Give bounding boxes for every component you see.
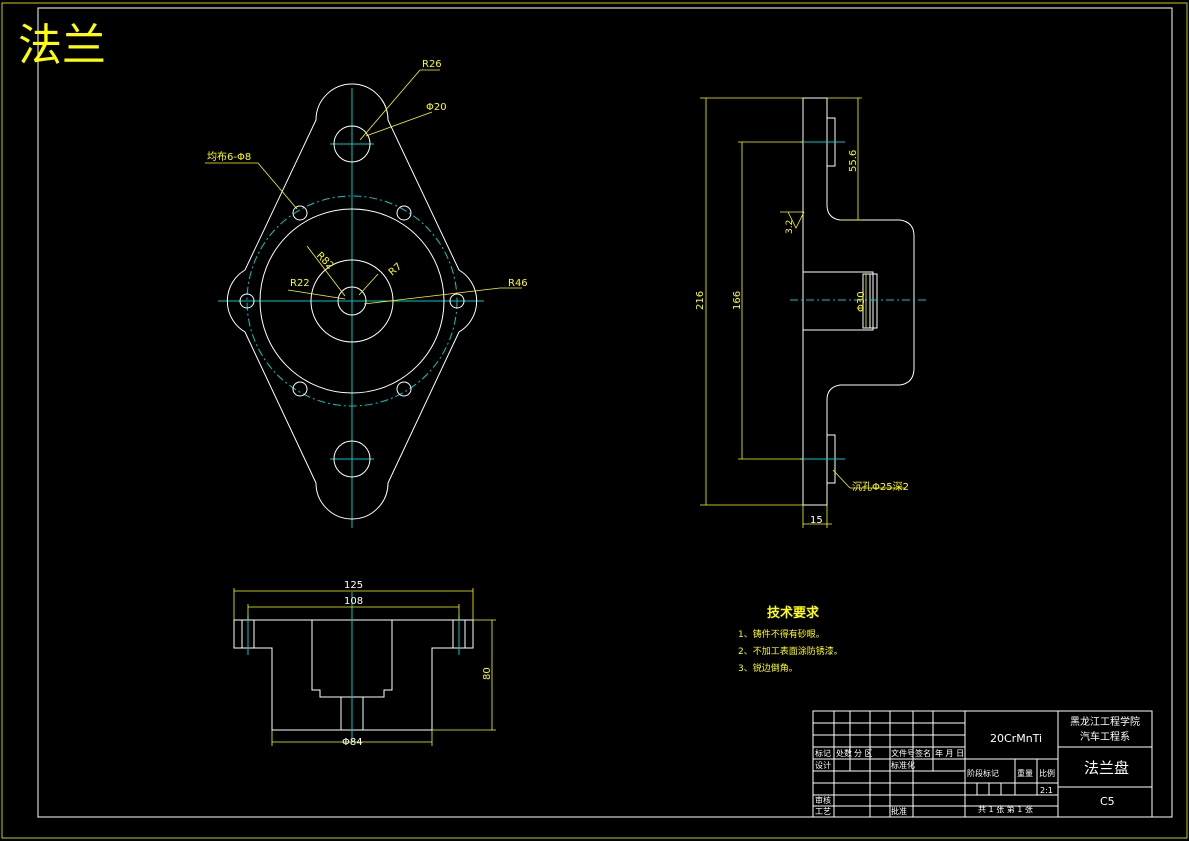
bolt-hole bbox=[292, 205, 308, 221]
dim-r22: R22 bbox=[290, 278, 310, 289]
tb-department: 汽车工程系 bbox=[1080, 730, 1130, 743]
mount-hole-bottom bbox=[333, 440, 371, 478]
tb-part-name: 法兰盘 bbox=[1084, 759, 1129, 777]
tb-h-docno: 文件号 bbox=[891, 748, 915, 758]
dim-r26: R26 bbox=[422, 59, 442, 70]
bolt-circle bbox=[246, 195, 458, 407]
bottom-view: 125 108 80 Φ84 bbox=[233, 580, 496, 748]
inner-hub-circle bbox=[310, 259, 394, 343]
dim-r46: R46 bbox=[508, 278, 528, 289]
dim-216: 216 bbox=[695, 291, 706, 310]
dim-r7: R7 bbox=[387, 261, 404, 278]
tb-school: 黑龙江工程学院 bbox=[1070, 715, 1140, 728]
mount-hole-top bbox=[333, 125, 371, 163]
center-bore bbox=[337, 286, 367, 316]
roughness-3-2: 3.2 bbox=[785, 220, 795, 234]
title-block: 标记 处数 分 区 文件号 签名 年 月 日 设计 标准化 阶段标记 重量 比例… bbox=[812, 710, 1153, 818]
tb-h-approve: 批准 bbox=[891, 806, 907, 816]
bottom-section-profile bbox=[233, 619, 474, 731]
tech-req-item: 3、锐边倒角。 bbox=[738, 662, 798, 674]
dim-125: 125 bbox=[344, 580, 363, 591]
inner-frame bbox=[37, 7, 1173, 818]
dim-108: 108 bbox=[344, 596, 363, 607]
tb-h-zone: 分 区 bbox=[854, 749, 873, 758]
section-profile bbox=[802, 97, 915, 506]
dim-counterbore: 沉孔Φ25深2 bbox=[852, 480, 909, 493]
flange-outline bbox=[226, 83, 478, 520]
dim-phi20: Φ20 bbox=[426, 102, 447, 113]
top-view: R26 Φ20 均布6-Φ8 R82 R22 R7 R46 bbox=[205, 59, 528, 528]
tb-h-process: 工艺 bbox=[815, 807, 831, 816]
dim-166: 166 bbox=[732, 291, 743, 310]
drawing-title: 法兰 bbox=[18, 20, 106, 71]
bolt-hole bbox=[292, 381, 308, 397]
tb-h-scale: 比例 bbox=[1039, 768, 1055, 778]
bolt-hole bbox=[396, 205, 412, 221]
dim-80: 80 bbox=[482, 667, 493, 680]
dim-phi30: Φ30 bbox=[856, 291, 867, 312]
tb-h-mark: 标记 bbox=[815, 748, 831, 758]
bottom-bore bbox=[311, 619, 393, 698]
outer-hub-circle bbox=[259, 208, 445, 394]
tb-h-count: 处数 bbox=[836, 748, 852, 758]
section-view: 216 166 55.6 3.2 Φ30 沉孔Φ25深2 15 bbox=[695, 97, 928, 528]
tb-h-stage: 阶段标记 bbox=[967, 768, 999, 778]
tech-requirements: 技术要求 1、铸件不得有砂眼。 2、不加工表面涂防锈漆。 3、锐边倒角。 bbox=[738, 605, 843, 674]
tb-h-design: 设计 bbox=[815, 760, 831, 770]
dim-55-6: 55.6 bbox=[848, 150, 859, 172]
tech-req-item: 2、不加工表面涂防锈漆。 bbox=[738, 645, 843, 657]
section-bore bbox=[802, 271, 874, 331]
tb-scale: 2:1 bbox=[1040, 786, 1053, 795]
dim-holes: 均布6-Φ8 bbox=[207, 151, 251, 163]
tb-h-standard: 标准化 bbox=[891, 760, 915, 770]
tech-req-item: 1、铸件不得有砂眼。 bbox=[738, 628, 825, 640]
bolt-hole bbox=[239, 293, 255, 309]
tb-h-sign: 签名 bbox=[915, 748, 931, 758]
tb-h-review: 审核 bbox=[815, 795, 831, 805]
bolt-hole bbox=[449, 293, 465, 309]
dim-15: 15 bbox=[810, 515, 823, 526]
tb-material: 20CrMnTi bbox=[990, 732, 1042, 745]
bolt-hole bbox=[396, 381, 412, 397]
tb-drawing-no: C5 bbox=[1100, 795, 1115, 808]
dim-phi84: Φ84 bbox=[342, 737, 363, 748]
dim-r82: R82 bbox=[314, 250, 336, 272]
tb-sheets: 共 1 张 第 1 张 bbox=[978, 804, 1033, 814]
tech-req-title: 技术要求 bbox=[767, 605, 820, 621]
tb-h-weight: 重量 bbox=[1017, 768, 1033, 778]
tb-h-date: 年 月 日 bbox=[935, 748, 964, 758]
